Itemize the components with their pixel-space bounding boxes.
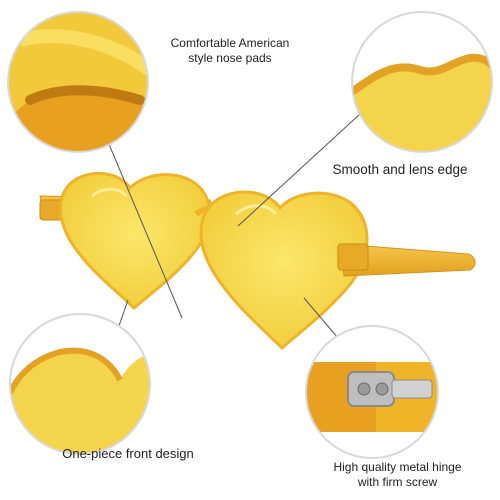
left-heart-lens xyxy=(59,171,211,311)
hinge-line2: with firm screw xyxy=(357,475,438,489)
nose-pad-zoom xyxy=(8,12,148,152)
nose-pads-label: Comfortable American style nose pads xyxy=(150,36,310,66)
zoom-circle-3 xyxy=(9,313,151,455)
zoom-circle-4 xyxy=(305,325,439,459)
nose-pads-line2: style nose pads xyxy=(188,51,272,65)
hinge-line1: High quality metal hinge xyxy=(333,460,462,474)
zoom-circle-2 xyxy=(351,11,493,153)
right-hinge-block xyxy=(337,243,369,271)
front-design-zoom xyxy=(10,314,150,454)
hinge-label: High quality metal hinge with firm screw xyxy=(305,460,490,490)
hinge-zoom xyxy=(306,326,438,458)
right-temple-arm xyxy=(339,243,476,277)
right-heart-lens xyxy=(199,190,369,351)
zoom-circle-1 xyxy=(7,11,149,153)
lens-edge-zoom xyxy=(352,12,492,152)
front-design-label: One-piece front design xyxy=(62,446,194,461)
lens-edge-label: Smooth and lens edge xyxy=(332,162,468,177)
nose-pads-line1: Comfortable American xyxy=(170,36,290,50)
